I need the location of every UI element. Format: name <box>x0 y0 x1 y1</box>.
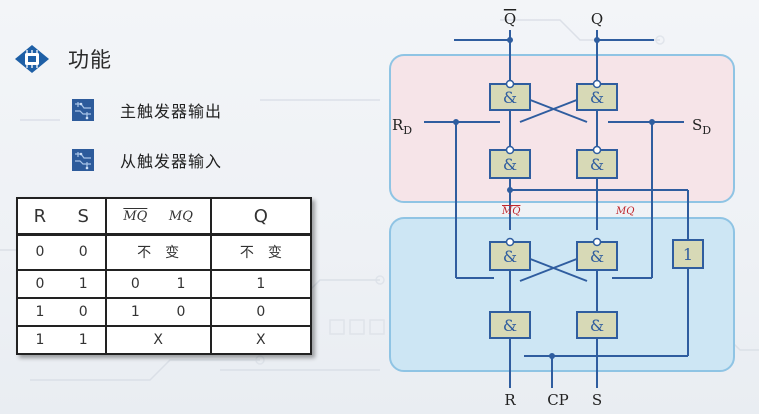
table-row: 1 0 1 0 0 <box>18 297 310 327</box>
svg-text:1: 1 <box>683 245 693 264</box>
header-q: Q <box>209 199 310 236</box>
wires <box>424 30 689 388</box>
chip-icon <box>15 45 49 73</box>
cell-q: 1 <box>209 268 310 299</box>
cell-mq-pair: 0 1 <box>104 268 211 299</box>
and-gate: & <box>576 79 618 111</box>
label-mq: MQ <box>615 206 634 217</box>
cell-r: 1 <box>18 297 62 327</box>
table-row: 1 1 X X <box>18 325 310 353</box>
header-s: S <box>61 199 106 236</box>
pcb-square-icon <box>72 99 94 121</box>
cell-mq-pair: X <box>104 325 211 353</box>
cell-q: X <box>209 325 310 353</box>
and-gate: & <box>576 145 618 179</box>
label-mq-bar: MQ <box>501 206 520 217</box>
label-q: Q <box>591 10 603 28</box>
svg-text:&: & <box>590 316 604 335</box>
label-rd: RD <box>392 116 412 137</box>
svg-text:&: & <box>590 247 604 266</box>
cell-mq-bar: 1 <box>130 304 140 321</box>
cell-s: 0 <box>61 297 106 327</box>
svg-text:&: & <box>590 155 604 174</box>
cell-mq: 0 <box>176 304 186 321</box>
and-gate: & <box>489 311 531 339</box>
title-text: 功能 <box>68 48 112 72</box>
table-row: 0 0 不 变 不 变 <box>18 233 310 270</box>
bullet-text: 从触发器输入 <box>120 152 223 171</box>
and-gate: & <box>489 79 531 111</box>
svg-text:&: & <box>503 88 517 107</box>
and-gate: & <box>576 237 618 271</box>
label-s: S <box>592 391 602 409</box>
flip-flop-circuit: & & & & & & & <box>389 10 735 409</box>
bullet-item: 主触发器输出 <box>72 98 222 122</box>
pcb-square-icon <box>72 149 94 171</box>
cell-mq-pair: 1 0 <box>104 297 211 327</box>
cell-r: 0 <box>18 233 62 270</box>
truth-table: R S MQ MQ Q 0 0 不 变 不 变 <box>16 197 312 355</box>
and-gate: & <box>576 311 618 339</box>
label-q-bar: Q <box>504 10 516 28</box>
table-row: 0 1 0 1 1 <box>18 268 310 299</box>
bullet-item: 从触发器输入 <box>72 148 222 172</box>
header-mq: MQ <box>168 208 193 224</box>
cell-mq: 1 <box>176 275 186 292</box>
cell-mq-bar: 0 <box>130 275 140 292</box>
cell-mq-pair: 不 变 <box>104 233 211 270</box>
and-gate: & <box>489 237 531 271</box>
header-mq-bar: MQ <box>123 208 148 224</box>
header-r: R <box>18 199 62 236</box>
cell-s: 1 <box>61 325 106 353</box>
header-mq-pair: MQ MQ <box>104 199 211 236</box>
cell-q: 0 <box>209 297 310 327</box>
svg-text:&: & <box>590 88 604 107</box>
svg-text:&: & <box>503 155 517 174</box>
bullet-text: 主触发器输出 <box>120 102 223 121</box>
label-sd: SD <box>692 116 711 137</box>
cell-r: 1 <box>18 325 62 353</box>
master-panel <box>389 54 735 203</box>
table-header-row: R S MQ MQ Q <box>18 199 310 236</box>
cell-q: 不 变 <box>209 233 310 270</box>
cell-s: 1 <box>61 268 106 299</box>
section-title: 功能 <box>14 44 112 74</box>
label-cp: CP <box>547 391 569 409</box>
cell-s: 0 <box>61 233 106 270</box>
junction-dots <box>453 37 655 359</box>
inverter-gate: 1 <box>672 239 704 269</box>
label-r: R <box>504 391 516 409</box>
and-gate: & <box>489 145 531 179</box>
slave-panel <box>389 217 735 372</box>
cell-r: 0 <box>18 268 62 299</box>
svg-text:&: & <box>503 316 517 335</box>
svg-text:&: & <box>503 247 517 266</box>
